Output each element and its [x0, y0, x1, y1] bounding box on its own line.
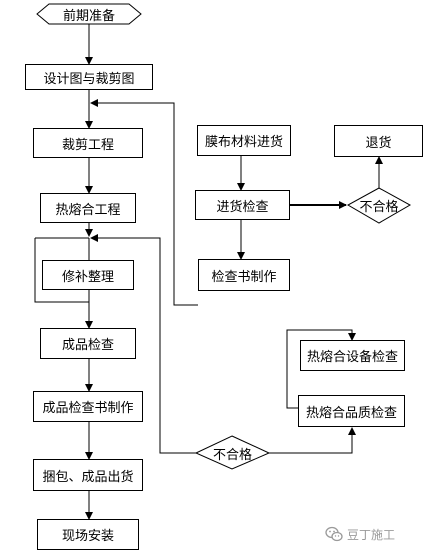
design-drawing-box: 设计图与裁剪图 — [25, 64, 153, 90]
heat-welding-box: 热熔合工程 — [40, 193, 136, 223]
membrane-incoming-box: 膜布材料进货 — [197, 125, 291, 156]
install-box: 现场安装 — [37, 519, 139, 550]
product-check-box: 成品检查 — [40, 328, 136, 359]
incoming-check-box: 进货检查 — [195, 190, 290, 220]
repair-loop-line — [34, 238, 89, 303]
arrow-lower-reject-to-repair — [90, 234, 196, 454]
arrow-report-to-cutting — [90, 99, 198, 306]
watermark-text: 豆丁施工 — [347, 527, 396, 542]
product-report-box: 成品检查书制作 — [33, 391, 143, 422]
start-terminator-shape — [36, 3, 142, 25]
reject-decision-upper: 不合格 — [359, 199, 399, 215]
reject-decision-lower: 不合格 — [212, 447, 252, 463]
reject-decision-upper-shape — [346, 187, 412, 224]
arrow-lower-reject-to-quality — [269, 427, 356, 454]
watermark: 豆丁施工 — [325, 522, 419, 546]
return-box: 退货 — [334, 125, 423, 157]
cutting-box: 裁剪工程 — [33, 128, 143, 158]
quality-check-box: 热熔合品质检查 — [298, 395, 405, 427]
equipment-check-box: 热熔合设备检查 — [300, 340, 405, 371]
repair-box: 修补整理 — [42, 260, 134, 290]
reject-decision-lower-shape — [194, 435, 271, 470]
start-terminator: 前期准备 — [62, 8, 115, 24]
packing-box: 捆包、成品出货 — [33, 459, 143, 491]
wechat-icon — [325, 526, 343, 542]
arrow-quality-to-equip — [286, 329, 356, 409]
check-report-box: 检查书制作 — [198, 259, 290, 291]
